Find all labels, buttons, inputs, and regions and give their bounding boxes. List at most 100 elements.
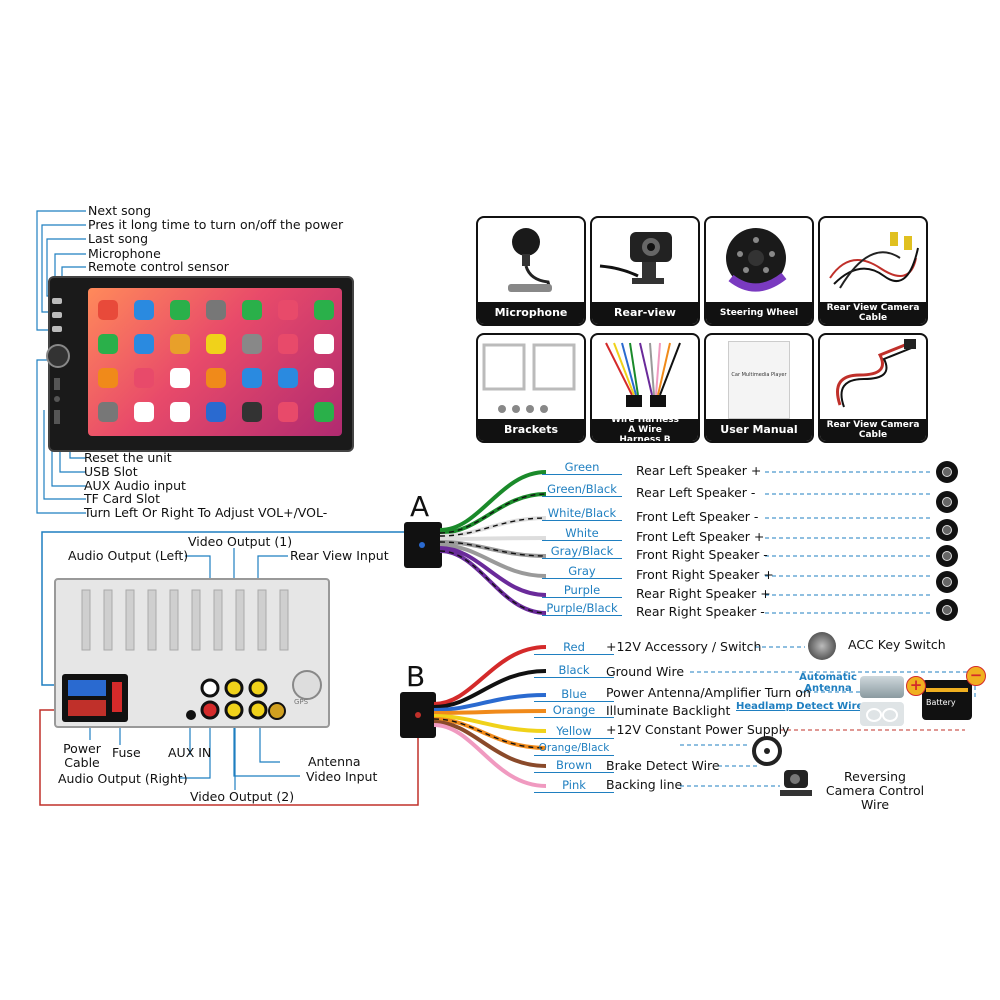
app-icon[interactable] [314,334,334,354]
wire-color-label: Red [534,641,614,655]
harness-b-wire [434,693,547,712]
harness-b-wire [434,709,547,715]
speaker-icon [936,571,958,593]
label-reset: Reset the unit [84,450,172,465]
aux-port [54,396,60,402]
harness-a-wire [440,536,547,541]
label-remote-sensor: Remote control sensor [88,259,229,274]
app-icon[interactable] [134,402,154,422]
wire-function-label: Power Antenna/Amplifier Turn on [606,685,811,700]
accessory-microphone: Microphone [476,216,586,326]
app-icon[interactable] [278,402,298,422]
headlamp-icon [860,702,904,726]
harness-a-pin [419,542,425,548]
harness-a-wire-stripe [440,493,547,534]
heat-sink [81,589,289,651]
app-icon[interactable] [206,402,226,422]
app-icon[interactable] [206,334,226,354]
app-icon[interactable] [98,368,118,388]
power-button[interactable] [52,312,62,318]
app-icon[interactable] [98,300,118,320]
app-icon[interactable] [98,402,118,422]
power-connector [62,674,128,722]
label-power-cable: Power Cable [63,741,101,770]
app-icon[interactable] [134,300,154,320]
bracket-icon [482,343,576,413]
accessory-rear-camera: Rear-view Camera [590,216,700,326]
next-song-button[interactable] [52,298,62,304]
label-aux: AUX Audio input [84,478,186,493]
label-knob: Turn Left Or Right To Adjust VOL+/VOL- [84,505,328,520]
accessory-wire-harness: Wire Harness A Wire Harness B [590,333,700,443]
label-video-out-2: Video Output (2) [190,789,295,804]
accessory-camera-cable-2: Rear View Camera Cable [818,333,928,443]
wire-function-label: Brake Detect Wire [606,758,720,773]
app-icon[interactable] [242,300,262,320]
harness-b-connector [400,692,436,738]
camera-icon [599,232,672,284]
wire-color-label: Purple/Black [542,602,622,616]
harness-a-wire [440,470,547,532]
volume-knob[interactable] [46,344,70,368]
back-panel: GPS [54,578,330,728]
accessory-camera-cable-1: Rear View Camera Cable [818,216,928,326]
label-aux-in: AUX IN [168,745,212,760]
wire-color-label: Gray [542,565,622,579]
app-icon[interactable] [206,300,226,320]
touch-screen[interactable] [88,288,342,436]
wire-function-label: +12V Constant Power Supply [606,722,790,737]
wire-color-label: Gray/Black [542,545,622,559]
label-fuse: Fuse [112,745,141,760]
manual-booklet: Car Multimedia Player [728,341,790,419]
harness-b-pin [415,712,421,718]
battery-stripe [926,688,968,692]
app-icon[interactable] [314,368,334,388]
label-usb: USB Slot [84,464,138,479]
app-icon[interactable] [170,300,190,320]
app-icon[interactable] [242,368,262,388]
fuse [112,682,122,712]
acc-key-icon [808,632,836,660]
accessory-steering-control: Steering Wheel Control [704,216,814,326]
wire-color-label: Orange [534,704,614,718]
harness-b-wire [434,669,547,709]
app-icon[interactable] [170,334,190,354]
app-icon[interactable] [242,334,262,354]
harness-a-connector [404,522,442,568]
app-icon[interactable] [314,402,334,422]
last-song-button[interactable] [52,326,62,332]
microphone-icon [508,228,552,292]
app-icon[interactable] [170,368,190,388]
cable-icon [829,232,919,289]
app-icon[interactable] [242,402,262,422]
speaker-icon [936,545,958,567]
accessory-label: Microphone [478,302,584,324]
wire-function-label: Front Left Speaker + [636,529,765,544]
app-icon[interactable] [314,300,334,320]
harness-b-wire [434,720,547,768]
app-icon[interactable] [278,368,298,388]
harness-a-wire-stripe [440,541,547,557]
reverse-camera-icon [778,770,814,800]
app-icon[interactable] [134,368,154,388]
wire-color-label: Purple [542,584,622,598]
app-icon[interactable] [98,334,118,354]
app-icon[interactable] [206,368,226,388]
aux-in-jack [186,710,196,720]
wire-color-label: Green [542,461,622,475]
app-icon[interactable] [134,334,154,354]
wire-color-label: Orange/Black [534,742,614,756]
app-icon[interactable] [170,402,190,422]
wire-color-label: Black [534,664,614,678]
harness-b-wire-stripe [434,718,547,749]
speaker-icon [936,599,958,621]
app-icon[interactable] [278,334,298,354]
camera-base [780,790,812,796]
wire-color-label: White/Black [542,507,622,521]
app-icon[interactable] [278,300,298,320]
battery-icon: Battery [922,680,972,720]
harness-b-wire [434,714,547,733]
usb-slot [54,378,60,390]
label-last-song: Last song [88,231,149,246]
label-acc-key: ACC Key Switch [848,637,946,652]
